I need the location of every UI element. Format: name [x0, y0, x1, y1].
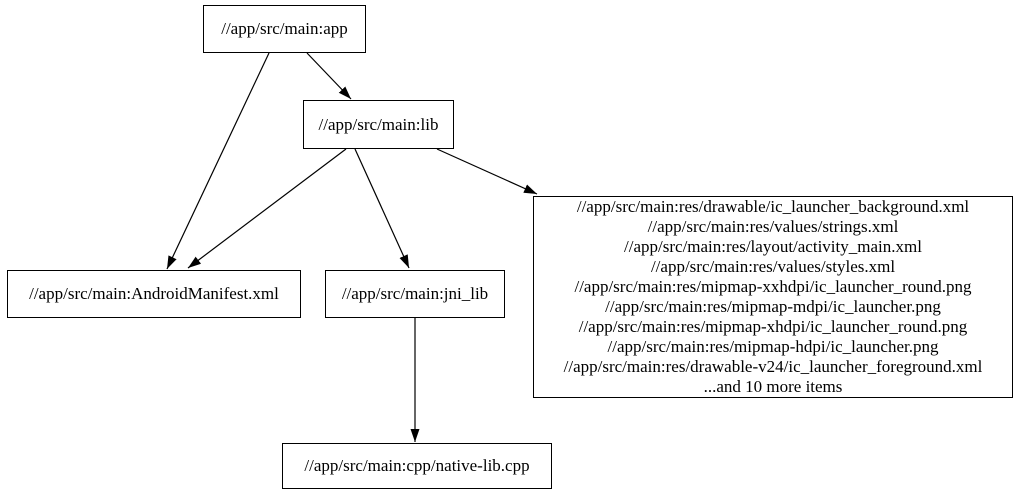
node-lib: //app/src/main:lib: [303, 100, 454, 149]
node-jni-lib-label: //app/src/main:jni_lib: [341, 284, 489, 303]
resource-item: //app/src/main:res/values/styles.xml: [650, 257, 896, 276]
node-lib-label: //app/src/main:lib: [318, 114, 439, 134]
edge-app-to-lib: [306, 52, 352, 100]
node-android-manifest: //app/src/main:AndroidManifest.xml: [7, 270, 301, 318]
resource-item: //app/src/main:res/drawable-v24/ic_launc…: [563, 357, 983, 376]
resource-more-items: ...and 10 more items: [703, 377, 843, 396]
node-app-label: //app/src/main:app: [221, 19, 348, 38]
resource-item: //app/src/main:res/mipmap-mdpi/ic_launch…: [605, 297, 941, 316]
node-native-lib-cpp-label: //app/src/main:cpp/native-lib.cpp: [304, 456, 530, 475]
resource-item: //app/src/main:res/drawable/ic_launcher_…: [576, 197, 970, 216]
node-jni-lib: //app/src/main:jni_lib: [325, 270, 505, 318]
node-native-lib-cpp: //app/src/main:cpp/native-lib.cpp: [282, 443, 552, 489]
resource-item: //app/src/main:res/values/strings.xml: [647, 217, 899, 236]
node-app: //app/src/main:app: [203, 5, 366, 53]
edge-lib-to-manifest: [187, 148, 347, 269]
resource-item: //app/src/main:res/layout/activity_main.…: [624, 237, 922, 256]
edge-lib-to-jni-lib: [354, 148, 410, 269]
edge-app-to-manifest: [166, 52, 270, 270]
resource-item: //app/src/main:res/mipmap-xxhdpi/ic_laun…: [574, 277, 972, 296]
resource-item: //app/src/main:res/mipmap-hdpi/ic_launch…: [607, 337, 939, 356]
node-android-manifest-label: //app/src/main:AndroidManifest.xml: [29, 284, 279, 303]
resource-item: //app/src/main:res/mipmap-xhdpi/ic_launc…: [578, 317, 968, 336]
node-resources-group: //app/src/main:res/drawable/ic_launcher_…: [533, 196, 1013, 398]
edge-lib-to-resources: [436, 148, 538, 195]
